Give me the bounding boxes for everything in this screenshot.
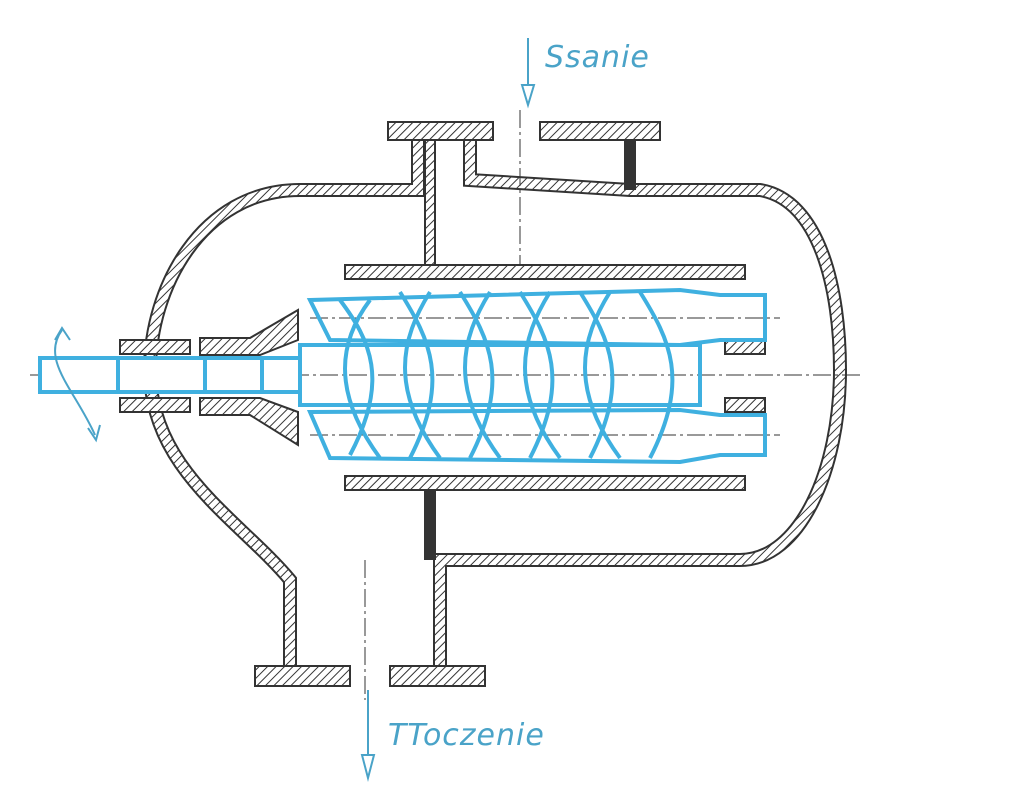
bearing-cover-bottom (199, 397, 299, 447)
rotation-arrow-icon (54, 326, 101, 443)
discharge-flange-right (389, 665, 486, 687)
suction-arrow-icon (520, 38, 536, 109)
suction-label: Ssanie (545, 40, 650, 75)
discharge-label: TToczenie (388, 718, 545, 753)
suction-flange-right (539, 121, 661, 141)
suction-flange-left (387, 121, 494, 141)
power-screw (298, 343, 702, 407)
discharge-flange-left (254, 665, 351, 687)
idler-screw-top (306, 287, 767, 348)
drive-shaft (38, 356, 302, 394)
screw-threads (338, 290, 675, 460)
sleeve-top (344, 264, 746, 280)
idler-screw-bottom (306, 407, 767, 465)
sleeve-bottom (344, 475, 746, 491)
gland-top (119, 339, 191, 355)
discharge-arrow-icon (360, 690, 376, 782)
screw-rotors (38, 287, 767, 465)
gland-bottom (119, 397, 191, 413)
pump-housing (119, 121, 848, 687)
bearing-cover-top (199, 308, 299, 356)
